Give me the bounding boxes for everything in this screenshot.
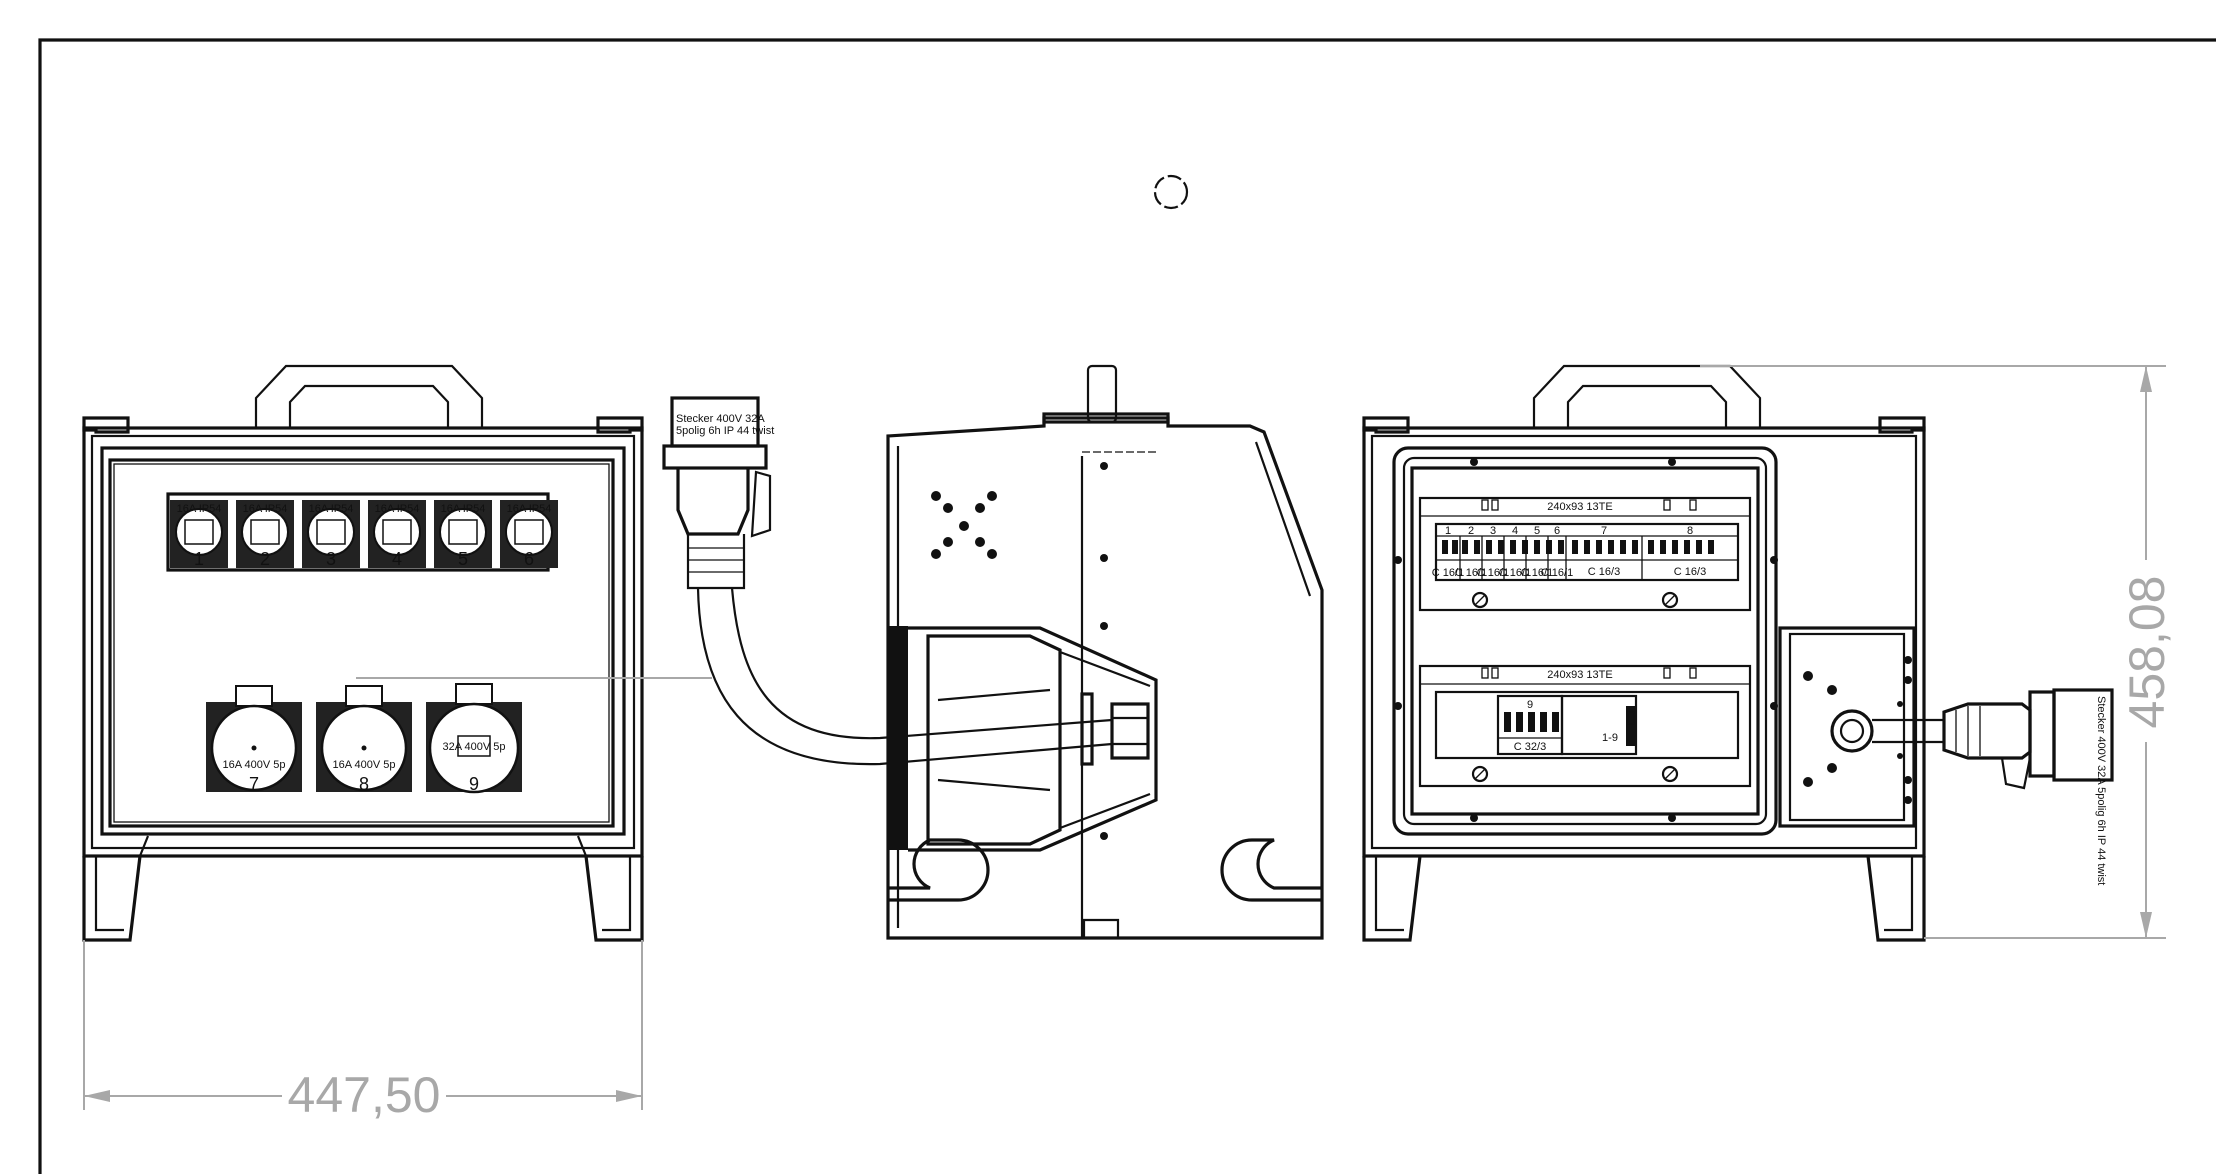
cee-socket-label: 32A 400V 5p — [442, 741, 505, 753]
socket-number: 8 — [359, 774, 369, 794]
schuko-socket-label: 16A IP54 — [375, 503, 420, 515]
breaker-rating: C 16/1 — [1477, 567, 1509, 579]
breaker-number: 8 — [1687, 525, 1693, 537]
schuko-socket-label: 16A IP54 — [243, 503, 288, 515]
width-dimension: 447,50 — [83, 940, 643, 1123]
rear-view: 240x93 13TE — [1362, 364, 2114, 942]
socket-number: 7 — [249, 774, 259, 794]
cee-socket-8[interactable]: 16A 400V 5p 8 — [316, 685, 412, 794]
main-breaker[interactable]: 9 C 32/3 — [1496, 694, 1564, 756]
width-dimension-text: 447,50 — [288, 1067, 441, 1123]
breaker-number: 5 — [1534, 525, 1540, 537]
reference-hole — [1153, 174, 1189, 210]
side-view: Stecker 400V 32A 5polig 6h IP 44 twist — [662, 364, 1324, 940]
socket-number: 4 — [392, 549, 402, 569]
breaker-rating: C 16/1 — [1541, 567, 1573, 579]
schuko-socket-1[interactable]: 16A IP54 1 — [170, 500, 228, 569]
breaker-number: 1 — [1445, 525, 1451, 537]
schuko-socket-4[interactable]: 16A IP54 4 — [368, 500, 426, 569]
main-breaker-rating: C 32/3 — [1514, 741, 1546, 753]
schuko-socket-6[interactable]: 16A IP54 6 — [500, 500, 558, 569]
breaker-rating: C 16/1 — [1455, 567, 1487, 579]
input-plug: Stecker 400V 32A 5polig 6h IP 44 twist — [662, 396, 774, 590]
rear-plug: Stecker 400V 32A 5polig 6h IP 44 twist — [1872, 688, 2114, 885]
rear-plug-label: Stecker 400V 32A 5polig 6h IP 44 twist — [2095, 696, 2107, 885]
cee-socket-7[interactable]: 16A 400V 5p 7 — [206, 685, 302, 794]
front-view: 16A IP54 1 16A IP54 2 16A IP54 3 — [82, 364, 712, 942]
breaker-rating: C 16/3 — [1588, 566, 1620, 578]
breaker-rating: C 16/1 — [1432, 567, 1464, 579]
socket-number: 6 — [524, 549, 534, 569]
breaker-rating: C 16/1 — [1521, 567, 1553, 579]
breaker-number: 7 — [1601, 525, 1607, 537]
schuko-socket-3[interactable]: 16A IP54 3 — [302, 500, 360, 569]
socket-number: 3 — [326, 549, 336, 569]
breaker-number: 6 — [1554, 525, 1560, 537]
drawing-frame — [38, 38, 2216, 1174]
plug-label-line1: Stecker 400V 32A — [676, 413, 765, 425]
height-dimension: 458,08 — [1700, 365, 2175, 939]
panel-bottom-title: 240x93 13TE — [1547, 669, 1612, 681]
height-dimension-text: 458,08 — [2119, 576, 2175, 729]
rcd-label: 1-9 — [1602, 732, 1618, 744]
schuko-socket-label: 16A IP54 — [441, 503, 486, 515]
schuko-socket-label: 16A IP54 — [507, 503, 552, 515]
panel-top-title: 240x93 13TE — [1547, 501, 1612, 513]
breaker-number: 2 — [1468, 525, 1474, 537]
front-panel — [108, 458, 615, 828]
mounting-holes — [931, 462, 1108, 840]
cee-socket-label: 16A 400V 5p — [222, 759, 285, 771]
breaker-number: 4 — [1512, 525, 1518, 537]
cee-socket-label: 16A 400V 5p — [332, 759, 395, 771]
breaker-number: 3 — [1490, 525, 1496, 537]
rear-housing — [1362, 426, 1926, 858]
socket-number: 1 — [194, 549, 204, 569]
schuko-socket-label: 16A IP54 — [177, 503, 222, 515]
rcd-device[interactable]: 1-9 — [1560, 694, 1638, 756]
socket-number: 5 — [458, 549, 468, 569]
socket-number: 2 — [260, 549, 270, 569]
plug-label-line2: 5polig 6h IP 44 twist — [676, 425, 774, 437]
breaker-panel-top: 240x93 13TE — [1418, 496, 1752, 612]
main-breaker-number: 9 — [1527, 699, 1533, 711]
rear-inlet-plate — [1778, 626, 1916, 828]
breaker-rating: C 16/1 — [1499, 567, 1531, 579]
schuko-socket-row: 16A IP54 1 16A IP54 2 16A IP54 3 — [166, 492, 558, 572]
input-cable — [696, 587, 1113, 766]
breaker-rating: C 16/3 — [1674, 566, 1706, 578]
cable-inlet — [888, 626, 1158, 852]
schuko-socket-label: 16A IP54 — [309, 503, 354, 515]
breaker-panel-bottom: 240x93 13TE 9 C 32/3 1-9 — [1418, 664, 1752, 788]
schuko-socket-5[interactable]: 16A IP54 5 — [434, 500, 492, 569]
front-housing — [82, 426, 644, 858]
socket-number: 9 — [469, 774, 479, 794]
schuko-socket-2[interactable]: 16A IP54 2 — [236, 500, 294, 569]
cee-socket-9[interactable]: 32A 400V 5p 9 — [426, 683, 522, 794]
breaker-row-top[interactable]: 1 2 3 4 5 6 7 8 C 16/1 C 16/1 C 16/1 C 1… — [1432, 525, 1738, 580]
